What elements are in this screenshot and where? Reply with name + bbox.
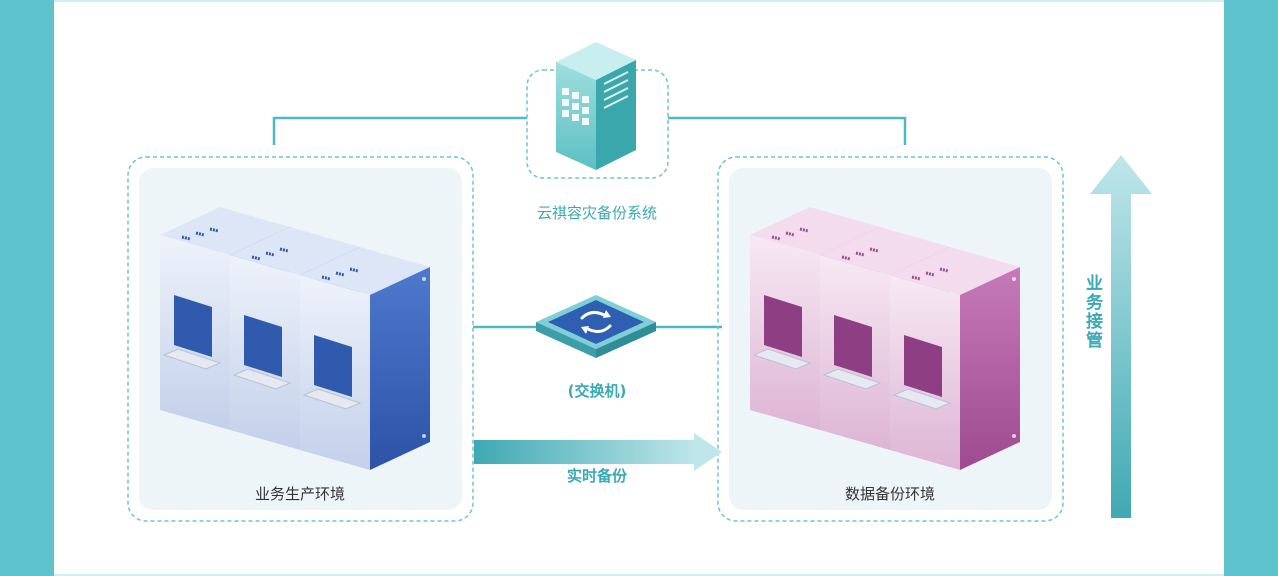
right-side-bar: [1224, 0, 1278, 576]
bottom-border: [54, 574, 1224, 576]
network-switch-icon: [536, 295, 656, 358]
cloud-system-label: 云祺容灾备份系统: [536, 204, 658, 222]
server-rack-icon: [750, 207, 1020, 470]
blue-server-3: [300, 247, 430, 470]
connection-lines: [272, 116, 907, 329]
line-left-to-cloud: [272, 116, 527, 145]
switch-label: (交换机): [567, 382, 627, 400]
realtime-backup-label: 实时备份: [566, 467, 628, 485]
left-side-bar: [0, 0, 54, 576]
line-cloud-to-right: [668, 116, 907, 145]
server-tower-icon: [556, 42, 636, 170]
realtime-backup-arrow: [474, 433, 722, 471]
production-env-label: 业务生产环境: [254, 485, 346, 503]
server-rack-icon: [160, 207, 430, 470]
takeover-label: 业务接管: [1082, 274, 1102, 350]
pink-server-3: [890, 247, 1020, 470]
takeover-arrow: [1090, 155, 1152, 518]
cloud-system-box: [526, 69, 669, 179]
top-border: [54, 0, 1224, 2]
backup-env-label: 数据备份环境: [844, 485, 936, 503]
